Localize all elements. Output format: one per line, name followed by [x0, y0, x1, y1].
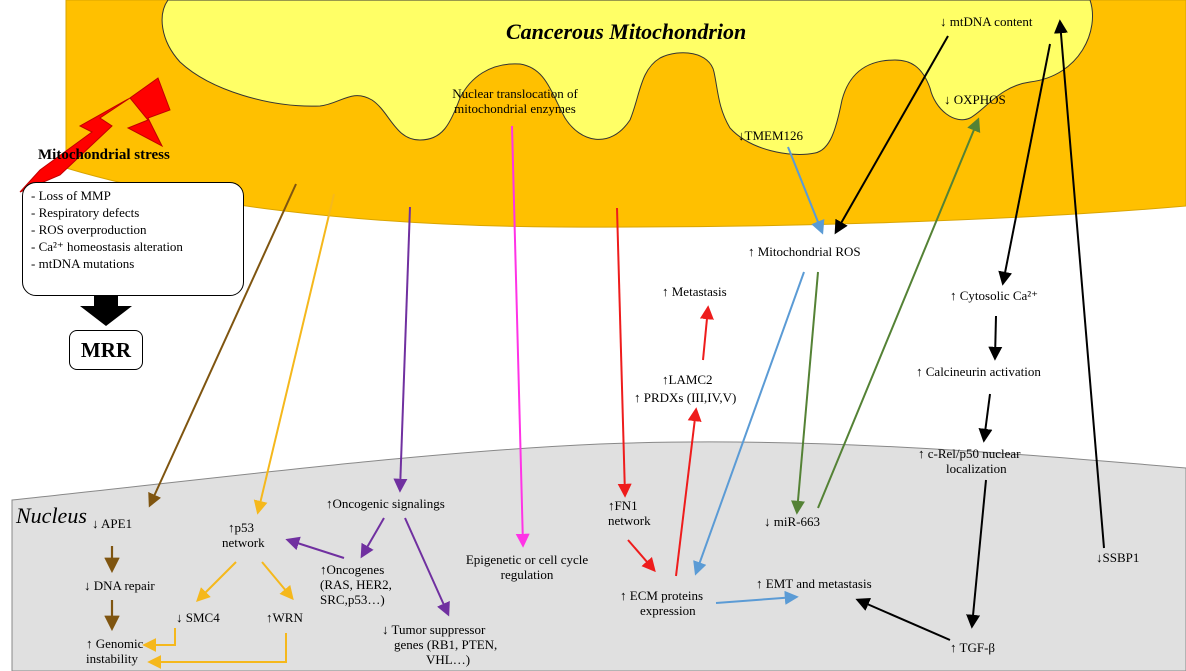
arrow-lamc2-metastasis	[703, 308, 708, 360]
down-arrow-icon: ↓	[382, 622, 389, 637]
arrow-ca-calcineurin	[995, 316, 996, 358]
down-arrow-icon: ↓	[940, 14, 947, 29]
label-ecm-proteins: ↑ ECM proteins expression	[620, 588, 703, 618]
stress-item: Respiratory defects	[31, 204, 243, 221]
label-tmem126: ↓TMEM126	[738, 128, 803, 143]
down-arrow-icon: ↓	[764, 514, 771, 529]
up-arrow-icon: ↑	[748, 244, 755, 259]
stress-item: Loss of MMP	[31, 187, 243, 204]
label-tgfb: ↑ TGF-β	[950, 640, 995, 655]
label-oncogenes: ↑Oncogenes (RAS, HER2, SRC,p53…)	[320, 562, 392, 607]
down-arrow-icon: ↓	[944, 92, 951, 107]
label-ape1: ↓ APE1	[92, 516, 132, 531]
label-oxphos: ↓ OXPHOS	[944, 92, 1006, 107]
label-mtdna: ↓ mtDNA content	[940, 14, 1032, 29]
label-oncogenic-signalings: ↑Oncogenic signalings	[326, 496, 445, 511]
label-p53-network: ↑p53 network	[222, 520, 265, 550]
label-ssbp1: ↓SSBP1	[1096, 550, 1139, 565]
stress-item: ROS overproduction	[31, 221, 243, 238]
label-prdxs: ↑ PRDXs (III,IV,V)	[634, 390, 736, 405]
stress-heading: Mitochondrial stress	[38, 148, 170, 163]
up-arrow-icon: ↑	[756, 576, 763, 591]
stress-item: Ca²⁺ homeostasis alteration	[31, 238, 243, 255]
mrr-block-arrow	[80, 296, 132, 326]
up-arrow-icon: ↑	[620, 588, 627, 603]
stress-box: Loss of MMP Respiratory defects ROS over…	[22, 182, 244, 296]
mrr-box: MRR	[69, 330, 143, 370]
label-genomic-instability: ↑ Genomic instability	[86, 636, 143, 666]
label-fn1-network: ↑FN1 network	[608, 498, 651, 528]
label-calcineurin: ↑ Calcineurin activation	[916, 364, 1041, 379]
label-smc4: ↓ SMC4	[176, 610, 220, 625]
label-mir663: ↓ miR-663	[764, 514, 820, 529]
label-wrn: ↑WRN	[266, 610, 303, 625]
up-arrow-icon: ↑	[918, 446, 925, 461]
label-tumor-suppressor: ↓ Tumor suppressor genes (RB1, PTEN, VHL…	[382, 622, 497, 667]
label-emt: ↑ EMT and metastasis	[756, 576, 872, 591]
down-arrow-icon: ↓	[92, 516, 99, 531]
up-arrow-icon: ↑	[916, 364, 923, 379]
label-dna-repair: ↓ DNA repair	[84, 578, 155, 593]
down-arrow-icon: ↓	[176, 610, 183, 625]
label-cytosolic-ca: ↑ Cytosolic Ca²⁺	[950, 288, 1038, 303]
nucleus-label: Nucleus	[16, 508, 87, 523]
mitochondrion-title: Cancerous Mitochondrion	[506, 24, 746, 39]
label-lamc2: ↑LAMC2	[662, 372, 713, 387]
up-arrow-icon: ↑	[86, 636, 93, 651]
up-arrow-icon: ↑	[634, 390, 641, 405]
label-crel: ↑ c-Rel/p50 nuclear localization	[918, 446, 1021, 476]
up-arrow-icon: ↑	[950, 640, 957, 655]
arrow-mito-oncogenic	[400, 207, 410, 490]
down-arrow-icon: ↓	[84, 578, 91, 593]
arrow-calcineurin-crel	[984, 394, 990, 440]
up-arrow-icon: ↑	[662, 284, 669, 299]
stress-item: mtDNA mutations	[31, 255, 243, 272]
label-mito-ros: ↑ Mitochondrial ROS	[748, 244, 861, 259]
label-metastasis: ↑ Metastasis	[662, 284, 727, 299]
up-arrow-icon: ↑	[950, 288, 957, 303]
